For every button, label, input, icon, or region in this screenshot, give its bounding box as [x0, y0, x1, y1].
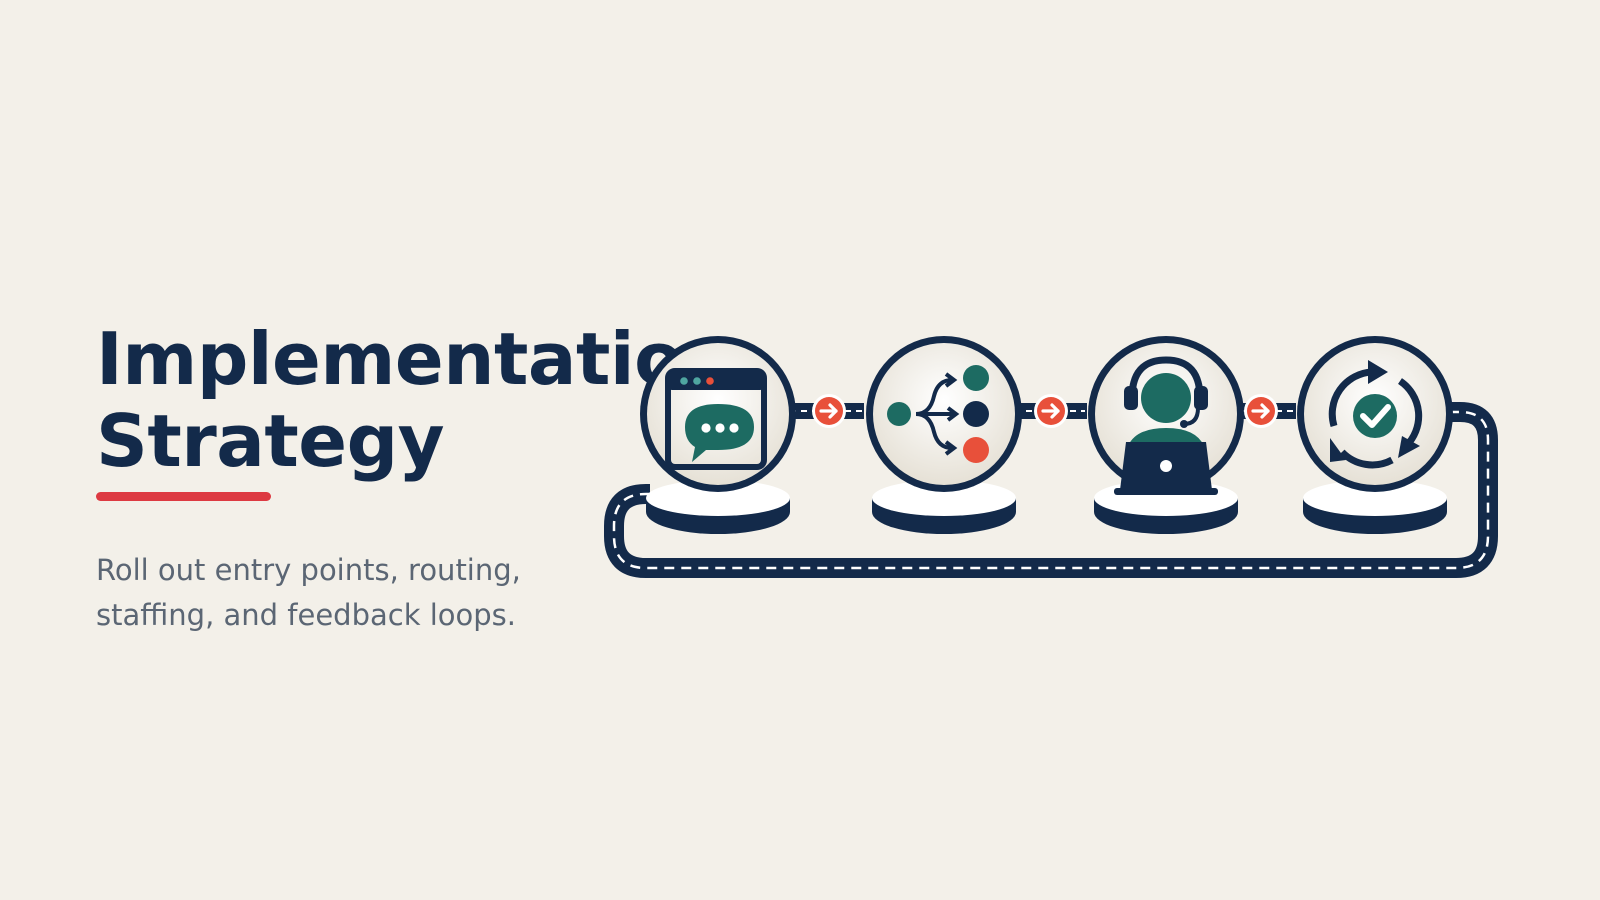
arrow-right-icon	[1244, 394, 1278, 428]
title-block: Implementation Strategy	[96, 317, 734, 483]
arrow-right-icon	[1034, 394, 1068, 428]
page-title: Implementation Strategy	[96, 317, 734, 483]
stage-1-entry-points	[640, 336, 796, 534]
return-loop-track	[604, 402, 1498, 578]
title-line-2: Strategy	[96, 399, 445, 483]
process-flow-diagram	[604, 336, 1498, 578]
support-agent-icon	[1114, 356, 1218, 495]
arrow-right-icon	[812, 394, 846, 428]
title-line-1: Implementation	[96, 317, 734, 401]
stage-2-routing	[866, 336, 1022, 534]
feedback-cycle-check-icon	[1328, 360, 1423, 469]
subtitle: Roll out entry points, routing, staffing…	[96, 553, 521, 632]
stage-3-staffing	[1088, 336, 1244, 534]
title-underline	[96, 492, 271, 501]
chat-window-icon	[665, 368, 767, 470]
routing-branch-icon	[887, 365, 989, 463]
stage-4-feedback	[1297, 336, 1453, 534]
